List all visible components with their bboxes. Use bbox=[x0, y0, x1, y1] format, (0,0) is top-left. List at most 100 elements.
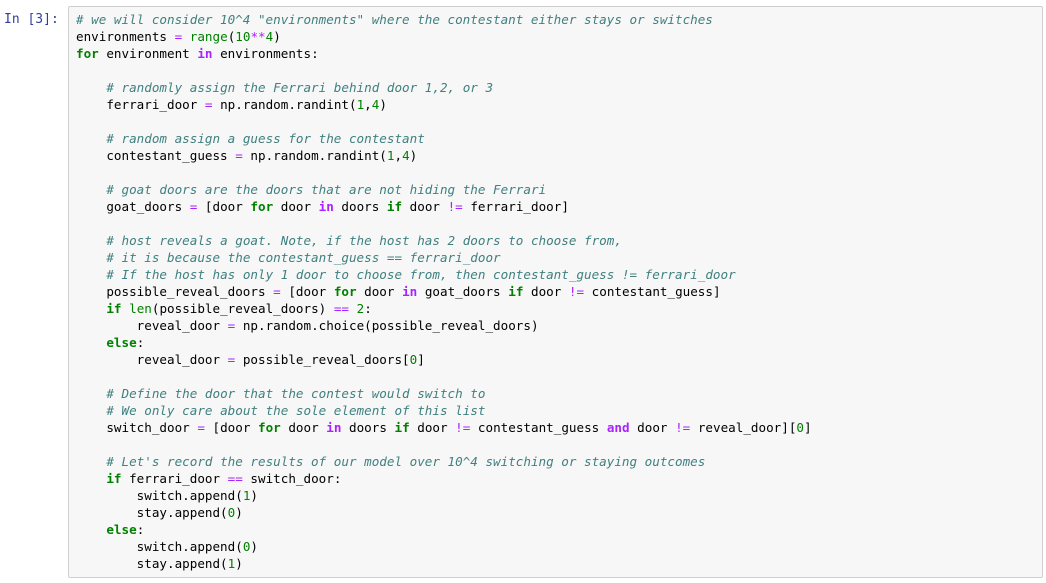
code-token: (possible_reveal_doors) bbox=[151, 301, 334, 316]
code-token: [door bbox=[197, 199, 251, 214]
code-token: == bbox=[227, 471, 243, 486]
code-line: # Define the door that the contest would… bbox=[76, 385, 812, 402]
code-token: goat_doors bbox=[76, 199, 190, 214]
code-token: len bbox=[129, 301, 152, 316]
code-token: ] bbox=[417, 352, 425, 367]
code-token: ) bbox=[273, 29, 281, 44]
code-token: if bbox=[386, 199, 403, 214]
code-token: door bbox=[409, 420, 456, 435]
code-line bbox=[76, 113, 812, 130]
code-token: # we will consider 10^4 "environments" w… bbox=[76, 12, 713, 27]
code-line bbox=[76, 164, 812, 181]
code-token: for bbox=[258, 420, 281, 435]
code-line: switch.append(0) bbox=[76, 538, 812, 555]
code-line: switch.append(1) bbox=[76, 487, 812, 504]
code-token: switch_door: bbox=[242, 471, 342, 486]
code-token: ] bbox=[804, 420, 812, 435]
code-line: for environment in environments: bbox=[76, 45, 812, 62]
code-token bbox=[76, 335, 106, 350]
code-token: ) bbox=[235, 505, 243, 520]
code-token: 4 bbox=[371, 97, 380, 112]
code-line: # host reveals a goat. Note, if the host… bbox=[76, 232, 812, 249]
code-token: == bbox=[333, 301, 350, 316]
code-token: # host reveals a goat. Note, if the host… bbox=[106, 233, 622, 248]
code-line: if ferrari_door == switch_door: bbox=[76, 470, 812, 487]
code-line: goat_doors = [door for door in doors if … bbox=[76, 198, 812, 215]
code-token: ) bbox=[250, 539, 258, 554]
code-token: np.random.randint( bbox=[212, 97, 357, 112]
code-token: = bbox=[174, 29, 183, 44]
code-token bbox=[76, 250, 106, 265]
code-token bbox=[76, 471, 106, 486]
code-token: : bbox=[136, 335, 145, 350]
code-editor[interactable]: # we will consider 10^4 "environments" w… bbox=[68, 6, 1043, 578]
code-line: # randomly assign the Ferrari behind doo… bbox=[76, 79, 812, 96]
code-line: # we will consider 10^4 "environments" w… bbox=[76, 11, 812, 28]
code-line: contestant_guess = np.random.randint(1,4… bbox=[76, 147, 812, 164]
code-token: ** bbox=[250, 29, 266, 44]
code-token: # random assign a guess for the contesta… bbox=[106, 131, 425, 146]
code-token: for bbox=[333, 284, 357, 299]
code-token: ferrari_door bbox=[121, 471, 228, 486]
code-line: if len(possible_reveal_doors) == 2: bbox=[76, 300, 812, 317]
code-token: in bbox=[318, 199, 334, 214]
code-token: # If the host has only 1 door to choose … bbox=[106, 267, 736, 282]
code-line: environments = range(10**4) bbox=[76, 28, 812, 45]
code-line bbox=[76, 368, 812, 385]
code-token: # goat doors are the doors that are not … bbox=[106, 182, 547, 197]
code-token: ) bbox=[235, 556, 243, 571]
code-token bbox=[349, 301, 357, 316]
code-token: for bbox=[250, 199, 274, 214]
code-line bbox=[76, 62, 812, 79]
code-token: environments: bbox=[212, 46, 319, 61]
code-token: and bbox=[606, 420, 630, 435]
code-line: else: bbox=[76, 521, 812, 538]
code-token: if bbox=[394, 420, 410, 435]
code-token: in bbox=[197, 46, 213, 61]
code-token: 1 bbox=[227, 556, 236, 571]
code-token: : bbox=[136, 522, 145, 537]
code-token: : bbox=[364, 301, 372, 316]
code-token: 4 bbox=[265, 29, 274, 44]
code-token: door bbox=[629, 420, 676, 435]
code-token: # Define the door that the contest would… bbox=[106, 386, 486, 401]
code-token bbox=[76, 131, 106, 146]
code-token: [door bbox=[280, 284, 334, 299]
code-token bbox=[76, 386, 106, 401]
code-token: ferrari_door] bbox=[462, 199, 569, 214]
code-token: [door bbox=[204, 420, 258, 435]
code-token: 0 bbox=[409, 352, 418, 367]
code-line: # goat doors are the doors that are not … bbox=[76, 181, 812, 198]
code-token: environments bbox=[76, 29, 175, 44]
code-token: = bbox=[189, 199, 198, 214]
code-token bbox=[76, 403, 106, 418]
code-token: doors bbox=[333, 199, 387, 214]
code-line: # Let's record the results of our model … bbox=[76, 453, 812, 470]
code-token: # Let's record the results of our model … bbox=[106, 454, 706, 469]
code-token: ) bbox=[379, 97, 387, 112]
code-token: = bbox=[227, 352, 236, 367]
code-line: # We only care about the sole element of… bbox=[76, 402, 812, 419]
code-token: 1 bbox=[356, 97, 365, 112]
code-token bbox=[76, 182, 106, 197]
code-token: for bbox=[76, 46, 99, 61]
code-token: in bbox=[326, 420, 342, 435]
code-token: door bbox=[523, 284, 569, 299]
code-token: stay.append( bbox=[76, 505, 228, 520]
code-token: contestant_guess] bbox=[584, 284, 721, 299]
code-token: possible_reveal_doors bbox=[76, 284, 274, 299]
code-token: 2 bbox=[356, 301, 365, 316]
code-token: 10 bbox=[235, 29, 251, 44]
code-token: = bbox=[273, 284, 281, 299]
code-token: 0 bbox=[227, 505, 236, 520]
code-token bbox=[76, 267, 106, 282]
code-token: = bbox=[197, 420, 205, 435]
code-token: = bbox=[227, 318, 236, 333]
code-line bbox=[76, 436, 812, 453]
code-token: goat_doors bbox=[417, 284, 509, 299]
code-token: # it is because the contestant_guess == … bbox=[106, 250, 501, 265]
code-block[interactable]: # we will consider 10^4 "environments" w… bbox=[76, 11, 812, 572]
code-token: ) bbox=[409, 148, 418, 163]
code-token: != bbox=[568, 284, 585, 299]
